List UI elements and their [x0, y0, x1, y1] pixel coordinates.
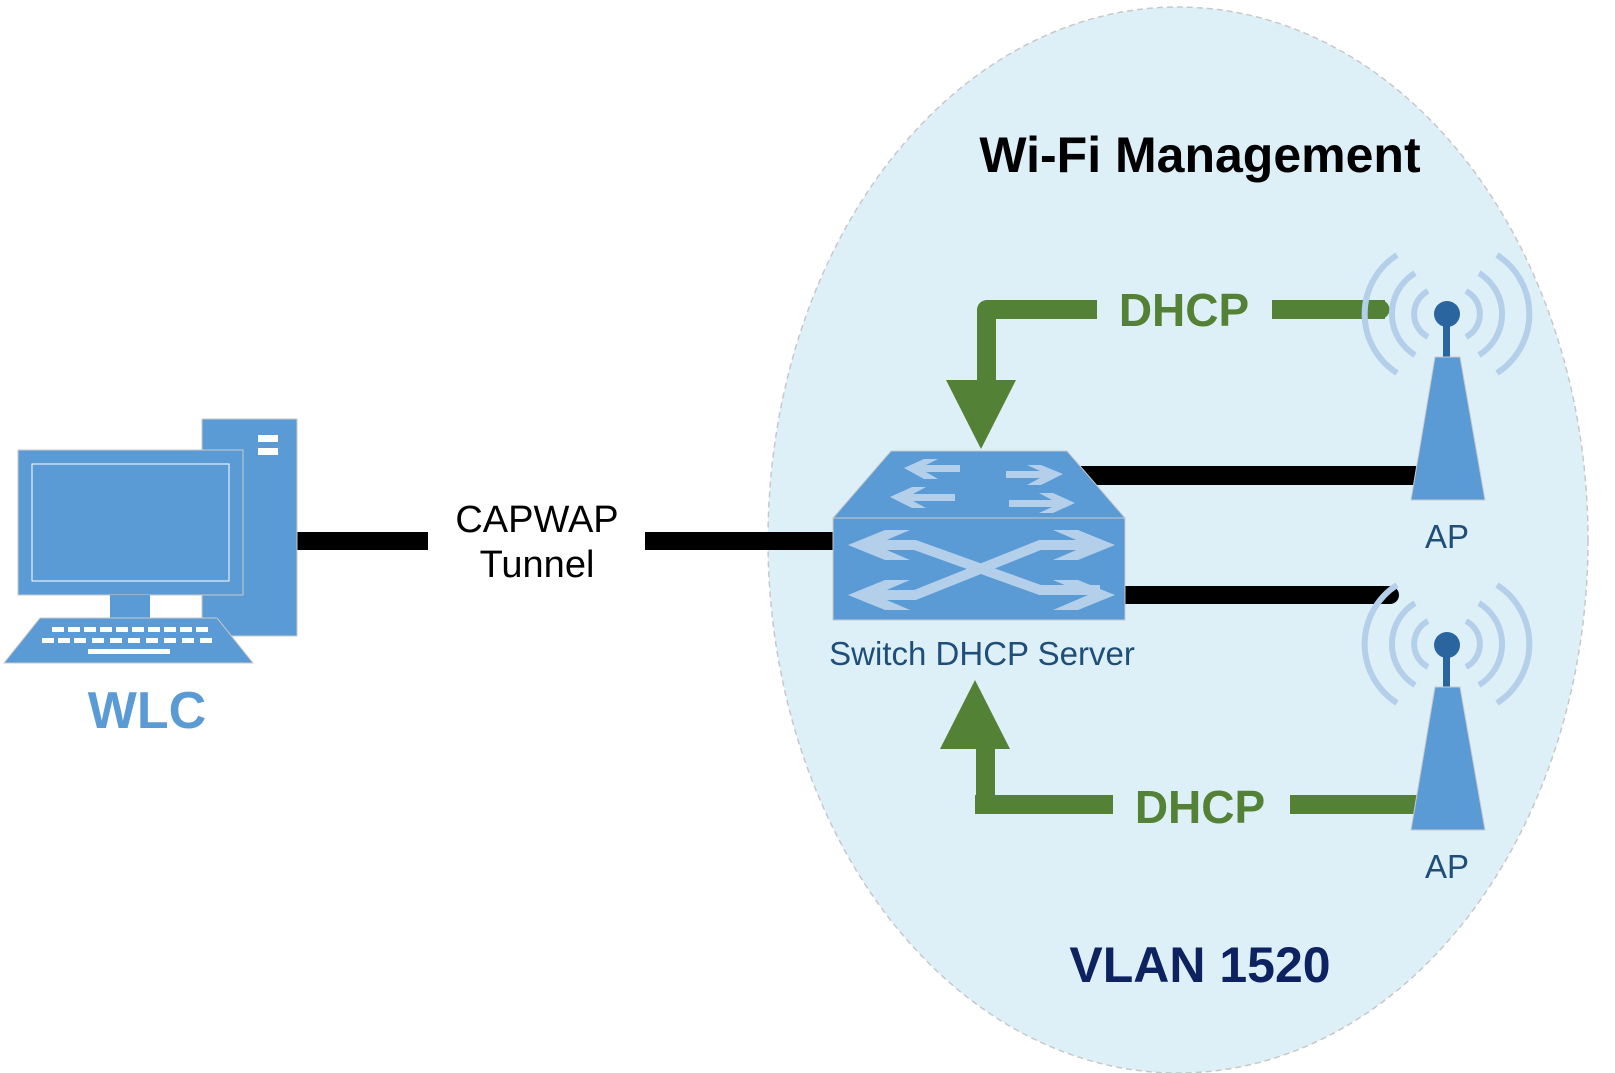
dhcp-top-label: DHCP	[1119, 284, 1249, 336]
switch-ap-links	[1080, 466, 1420, 604]
vlan-label: VLAN 1520	[1069, 937, 1330, 993]
switch-label: Switch DHCP Server	[829, 635, 1135, 672]
keyboard-keys	[42, 627, 212, 654]
ap-bottom-label: AP	[1425, 848, 1469, 885]
capwap-link	[295, 532, 835, 550]
desktop-computer-icon	[2, 418, 298, 664]
access-point-icon-bottom	[1361, 582, 1533, 831]
ap-top-label: AP	[1425, 518, 1469, 555]
network-switch-icon	[831, 450, 1127, 621]
dhcp-bottom-arrow	[940, 680, 1418, 815]
capwap-label: CAPWAP	[455, 499, 618, 541]
zone-title: Wi-Fi Management	[979, 127, 1421, 183]
tunnel-label: Tunnel	[480, 544, 595, 586]
dhcp-top-arrow	[946, 300, 1390, 449]
access-point-icon-top	[1361, 252, 1533, 501]
dhcp-bottom-label: DHCP	[1135, 781, 1265, 833]
wlc-label: WLC	[88, 682, 206, 740]
